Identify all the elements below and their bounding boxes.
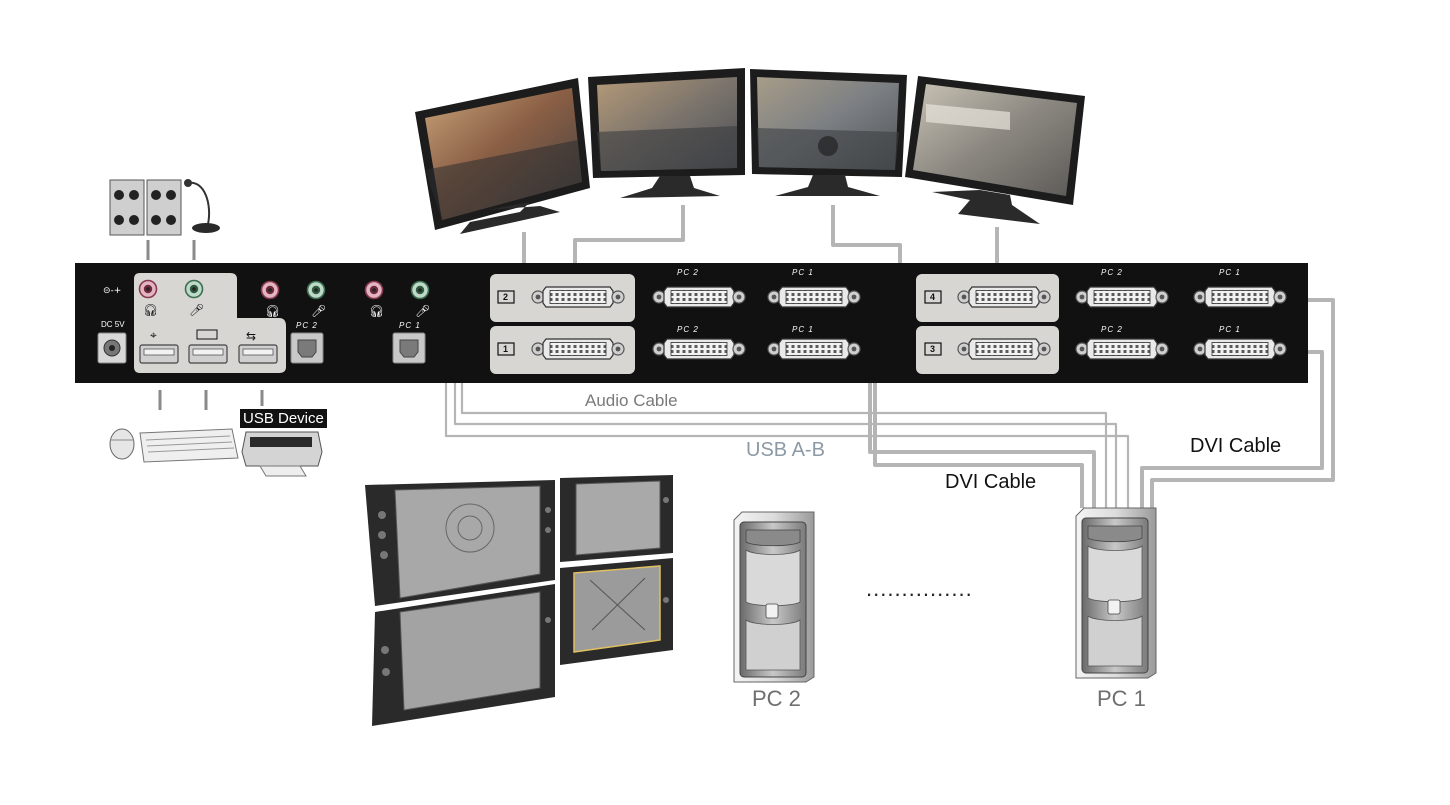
pc1-dvi-label-b: PC 1 xyxy=(792,325,814,334)
monitor-4-icon xyxy=(924,290,942,304)
pc2-usb-b-port[interactable] xyxy=(290,332,324,364)
usb-cable-label: USB A-B xyxy=(746,439,825,461)
pc2-dvi-in-c[interactable] xyxy=(1075,286,1169,308)
pc2-label: PC 2 xyxy=(752,686,801,711)
monitor-3-number: 3 xyxy=(930,344,936,354)
pc1-label: PC 1 xyxy=(1097,686,1146,711)
pc2-audio-jack[interactable] xyxy=(260,280,280,300)
audio-cable-label: Audio Cable xyxy=(585,391,678,410)
pc1-usb-b-port[interactable] xyxy=(392,332,426,364)
dvi-cable-label-left: DVI Cable xyxy=(945,471,1037,493)
more-pcs-ellipsis: ............... xyxy=(866,576,973,601)
monitor-1-icon xyxy=(497,342,515,356)
pc2-port-label: PC 2 xyxy=(296,321,318,330)
console-keyboard-usb-port[interactable] xyxy=(188,344,228,364)
monitor-2-number: 2 xyxy=(503,292,509,302)
pc1-tower xyxy=(1075,507,1157,679)
speakers xyxy=(109,179,182,236)
pc2-dvi-label-b: PC 2 xyxy=(677,325,699,334)
pc2-mic-jack[interactable] xyxy=(306,280,326,300)
monitor-3-icon xyxy=(924,342,942,356)
pc2-dvi-in-a[interactable] xyxy=(652,286,746,308)
video-wall xyxy=(365,475,673,726)
console-mic-in-jack[interactable] xyxy=(184,279,204,299)
monitor-1-number: 1 xyxy=(503,344,509,354)
pc1-dvi-label-a: PC 1 xyxy=(792,268,814,277)
monitor-2-icon xyxy=(497,290,515,304)
printer xyxy=(241,431,323,477)
pc2-dvi-in-d[interactable] xyxy=(1075,338,1169,360)
mouse xyxy=(109,428,135,460)
pc2-microphone-icon: 🎤︎ xyxy=(311,304,326,318)
kvm-switch: ⊝-+ 🎧︎ 🎤︎ ⌖ ⇆ 🎧︎ 🎤︎ 🎧︎ 🎤︎ xyxy=(75,263,1308,383)
usb-device-label: USB Device xyxy=(240,409,327,428)
monitor-2 xyxy=(588,68,745,198)
pc2-headphone-icon: 🎧︎ xyxy=(265,304,280,318)
pc1-dvi-in-c[interactable] xyxy=(1193,286,1287,308)
headphone-icon: 🎧︎ xyxy=(143,303,158,317)
pc1-mic-jack[interactable] xyxy=(410,280,430,300)
console-mouse-usb-port[interactable] xyxy=(139,344,179,364)
monitor-3 xyxy=(750,69,907,196)
microphone xyxy=(184,179,220,233)
pc1-dvi-label-d: PC 1 xyxy=(1219,325,1241,334)
pc1-headphone-icon: 🎧︎ xyxy=(369,304,384,318)
pc1-microphone-icon: 🎤︎ xyxy=(415,304,430,318)
mouse-icon: ⌖ xyxy=(150,328,157,342)
pc1-dvi-in-b[interactable] xyxy=(767,338,861,360)
dvi-cable-label-right: DVI Cable xyxy=(1190,435,1282,457)
microphone-icon: 🎤︎ xyxy=(189,303,204,317)
keyboard-icon xyxy=(196,329,218,340)
pc2-dvi-label-c: PC 2 xyxy=(1101,268,1123,277)
monitor-out-panel-left xyxy=(490,274,635,374)
usb-icon: ⇆ xyxy=(246,329,256,343)
monitor-out-panel-right xyxy=(916,274,1059,374)
svg-text:⊝-+: ⊝-+ xyxy=(103,286,121,296)
console-ports-panel: 🎧︎ 🎤︎ ⌖ ⇆ xyxy=(134,273,286,373)
pc1-dvi-in-d[interactable] xyxy=(1193,338,1287,360)
monitor-4 xyxy=(905,76,1085,224)
dvi-cable-right-2 xyxy=(1140,350,1324,508)
pc1-dvi-in-a[interactable] xyxy=(767,286,861,308)
monitor-4-dvi-out[interactable] xyxy=(957,286,1051,308)
monitor-3-dvi-out[interactable] xyxy=(957,338,1051,360)
pc1-dvi-label-c: PC 1 xyxy=(1219,268,1241,277)
monitor-2-dvi-out[interactable] xyxy=(531,286,625,308)
cable-monitor2 xyxy=(573,205,685,282)
dc-power-jack[interactable]: ⊝-+ xyxy=(97,286,127,364)
pc2-dvi-in-b[interactable] xyxy=(652,338,746,360)
pc2-dvi-label-d: PC 2 xyxy=(1101,325,1123,334)
monitor-4-number: 4 xyxy=(930,292,936,302)
keyboard xyxy=(139,428,239,463)
monitor-1-dvi-out[interactable] xyxy=(531,338,625,360)
dvi-cable-right-1 xyxy=(1150,298,1335,508)
console-usb-device-port[interactable] xyxy=(238,344,278,364)
monitor-1 xyxy=(415,78,590,234)
dc-input-label: DC 5V xyxy=(101,320,125,329)
pc2-tower xyxy=(733,511,815,683)
pc1-port-label: PC 1 xyxy=(399,321,421,330)
pc1-audio-jack[interactable] xyxy=(364,280,384,300)
pc2-dvi-label-a: PC 2 xyxy=(677,268,699,277)
console-audio-out-jack[interactable] xyxy=(138,279,158,299)
